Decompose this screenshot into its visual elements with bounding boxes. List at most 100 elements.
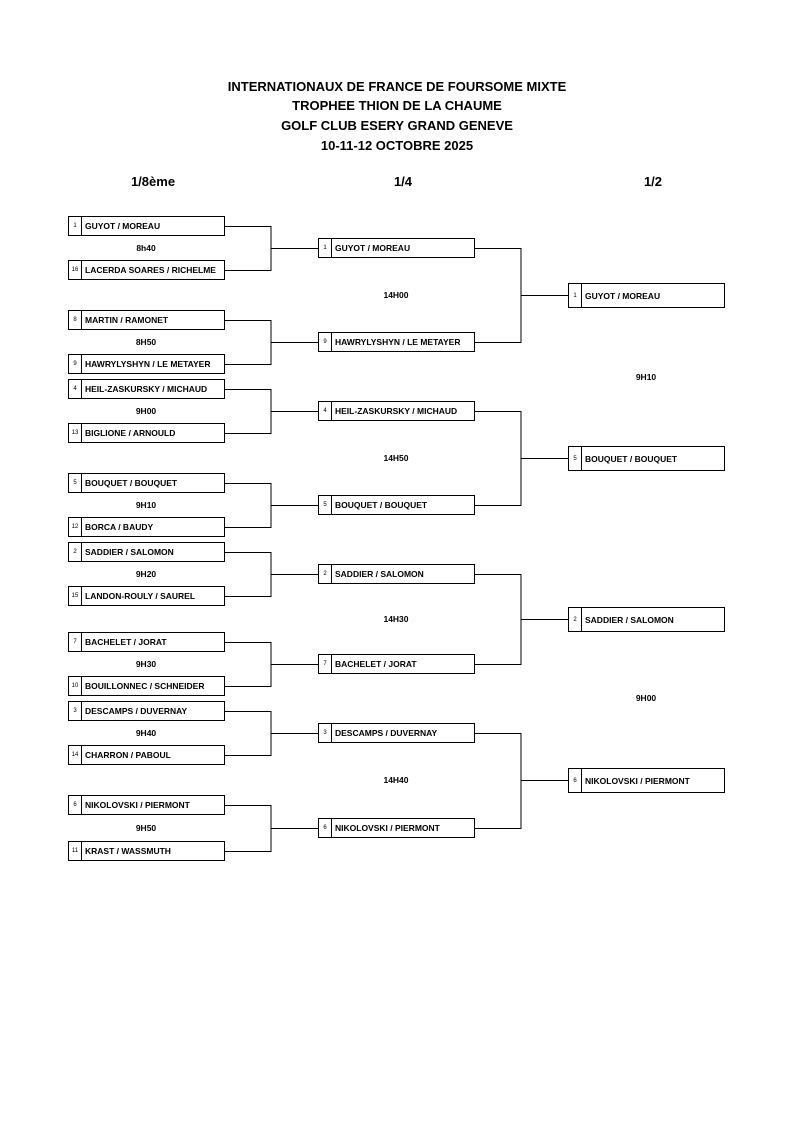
team-name: BIGLIONE / ARNOULD: [85, 428, 176, 438]
seed-number: 2: [69, 543, 82, 561]
sf-match-2-time: 9H00: [635, 693, 657, 703]
seed-number: 6: [569, 769, 582, 792]
round-heading-sf: 1/2: [643, 174, 663, 189]
seed-number: 10: [69, 677, 82, 695]
seed-number: 13: [69, 424, 82, 442]
qf-match-3-time: 14H30: [383, 614, 409, 624]
team-name: DESCAMPS / DUVERNAY: [85, 706, 188, 716]
seed-number: 2: [569, 608, 582, 631]
team-name: LANDON-ROULY / SAUREL: [85, 591, 196, 601]
r16-match-3-time: 9H00: [135, 406, 157, 416]
team-name: HEIL-ZASKURSKY / MICHAUD: [85, 384, 208, 394]
team-name: BORCA / BAUDY: [85, 522, 154, 532]
team-name: SADDIER / SALOMON: [335, 569, 424, 579]
sf-match-1-time: 9H10: [635, 372, 657, 382]
seed-number: 11: [69, 842, 82, 860]
seed-number: 4: [69, 380, 82, 398]
r16-match-8-time: 9H50: [135, 823, 157, 833]
team-name: BOUQUET / BOUQUET: [335, 500, 428, 510]
seed-number: 1: [319, 239, 332, 257]
team-name: MARTIN / RAMONET: [85, 315, 169, 325]
team-name: BACHELET / JORAT: [85, 637, 167, 647]
connector-qf-3: [475, 574, 522, 665]
team-name: HAWRYLYSHYN / LE METAYER: [335, 337, 461, 347]
connector-r16-7: [225, 711, 272, 756]
qf-match-1-time: 14H00: [383, 290, 409, 300]
round-heading-qf: 1/4: [393, 174, 413, 189]
team-name: GUYOT / MOREAU: [85, 221, 161, 231]
team-name: DESCAMPS / DUVERNAY: [335, 728, 438, 738]
seed-number: 6: [69, 796, 82, 814]
title-line-4: 10-11-12 OCTOBRE 2025: [320, 138, 474, 153]
connector-r16-6: [225, 642, 272, 687]
seed-number: 12: [69, 518, 82, 536]
connector-r16-3: [225, 389, 272, 434]
connector-qf-4: [475, 733, 522, 829]
team-name: BOUILLONNEC / SCHNEIDER: [85, 681, 205, 691]
r16-match-6-time: 9H30: [135, 659, 157, 669]
team-name: HAWRYLYSHYN / LE METAYER: [85, 359, 211, 369]
connector-r16-5: [225, 552, 272, 597]
connector-r16-8: [225, 805, 272, 852]
r16-match-2-time: 8H50: [135, 337, 157, 347]
seed-number: 3: [319, 724, 332, 742]
team-name: BOUQUET / BOUQUET: [85, 478, 178, 488]
team-name: CHARRON / PABOUL: [85, 750, 171, 760]
title-line-2: TROPHEE THION DE LA CHAUME: [292, 98, 502, 113]
r16-match-7-time: 9H40: [135, 728, 157, 738]
team-name: NIKOLOVSKI / PIERMONT: [335, 823, 440, 833]
title-line-3: GOLF CLUB ESERY GRAND GENEVE: [281, 118, 513, 133]
team-name: HEIL-ZASKURSKY / MICHAUD: [335, 406, 458, 416]
seed-number: 1: [69, 217, 82, 235]
seed-number: 4: [319, 402, 332, 420]
seed-number: 9: [69, 355, 82, 373]
team-name: NIKOLOVSKI / PIERMONT: [85, 800, 190, 810]
seed-number: 15: [69, 587, 82, 605]
seed-number: 1: [569, 284, 582, 307]
seed-number: 2: [319, 565, 332, 583]
seed-number: 7: [319, 655, 332, 673]
team-name: BACHELET / JORAT: [335, 659, 417, 669]
title-line-1: INTERNATIONAUX DE FRANCE DE FOURSOME MIX…: [227, 79, 567, 94]
connector-qf-2: [475, 411, 522, 506]
seed-number: 5: [319, 496, 332, 514]
connector-r16-4: [225, 483, 272, 528]
team-name: NIKOLOVSKI / PIERMONT: [585, 775, 690, 786]
qf-match-4-time: 14H40: [383, 775, 409, 785]
team-name: SADDIER / SALOMON: [585, 614, 674, 625]
team-name: BOUQUET / BOUQUET: [585, 453, 678, 464]
team-name: KRAST / WASSMUTH: [85, 846, 171, 856]
seed-number: 5: [569, 447, 582, 470]
r16-match-4-time: 9H10: [135, 500, 157, 510]
seed-number: 14: [69, 746, 82, 764]
team-name: GUYOT / MOREAU: [585, 290, 661, 301]
